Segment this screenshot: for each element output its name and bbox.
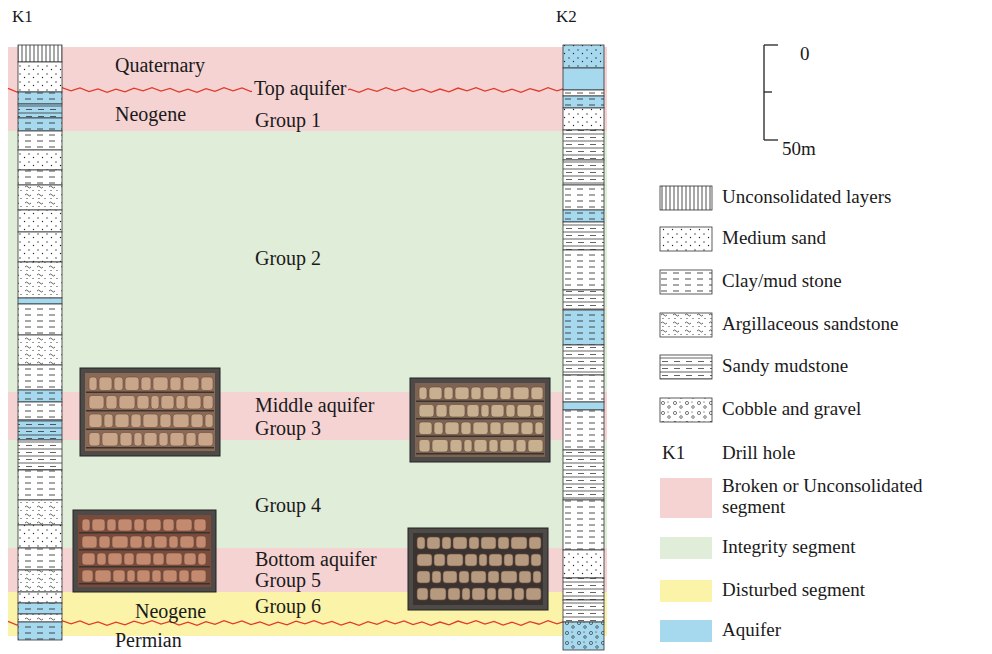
segment-label: Top aquifer (252, 78, 348, 99)
segment-label: Neogene (135, 601, 206, 622)
band-fill (8, 47, 607, 131)
scale-value: 50m (782, 139, 816, 160)
band-fill (8, 131, 607, 392)
band-segment: Group 2 (8, 131, 607, 392)
band-segment: Group 4 (8, 440, 607, 548)
pattern-swatch (660, 227, 712, 251)
legend-text: Cobble and gravel (722, 399, 861, 420)
segment-label: Group 1 (255, 110, 321, 131)
drill-column (18, 45, 62, 640)
segment-label: Group 5 (255, 570, 321, 591)
legend-text: Sandy mudstone (722, 356, 848, 377)
segment-label: Group 4 (255, 495, 321, 516)
segment-label: Middle aquifer (255, 395, 374, 416)
color-swatch (660, 620, 712, 642)
color-swatch (660, 537, 712, 559)
legend-text: Unconsolidated layers (722, 187, 891, 208)
core-photo (410, 378, 550, 462)
band-segment: Bottom aquiferGroup 5 (8, 548, 607, 592)
pattern-fill (660, 186, 712, 210)
unconformity-line (8, 621, 602, 626)
drill-hole-name: K1 (12, 8, 33, 26)
core-photo (80, 368, 220, 456)
segment-label: Bottom aquifer (255, 549, 377, 570)
legend-text: Medium sand (722, 228, 826, 249)
segment-label: Group 2 (255, 248, 321, 269)
legend-text: Argillaceous sandstone (722, 314, 898, 335)
legend-text: Integrity segment (722, 537, 856, 558)
stratum-label: Permian (115, 630, 182, 651)
band-segment: Neogene Group 6 (8, 592, 607, 636)
color-swatch (660, 478, 712, 518)
legend-text: Clay/mud stone (722, 271, 842, 292)
pattern-fill (660, 227, 712, 251)
band-segment: QuaternaryTop aquiferNeogene Group 1 (8, 47, 607, 131)
pattern-fill (660, 270, 712, 294)
pattern-swatch (660, 186, 712, 210)
core-photo (73, 510, 216, 592)
segment-label: Neogene (115, 104, 186, 125)
segment-label: Group 6 (255, 596, 321, 617)
pattern-fill (660, 355, 712, 379)
color-swatch (660, 580, 712, 602)
pattern-swatch (660, 270, 712, 294)
legend-text: Disturbed segment (722, 580, 865, 601)
band-segment: Middle aquiferGroup 3 (8, 392, 607, 440)
legend-text: Broken or Unconsolidated segment (722, 476, 957, 518)
drill-column (563, 45, 604, 650)
segment-label: Quaternary (115, 55, 205, 76)
pattern-swatch (660, 355, 712, 379)
scale-bar (764, 45, 778, 140)
pattern-swatch (660, 313, 712, 337)
pattern-fill (660, 313, 712, 337)
legend-sample-text: K1 (662, 443, 685, 464)
pattern-swatch (660, 398, 712, 422)
pattern-fill (660, 398, 712, 422)
legend-text: Aquifer (722, 620, 781, 641)
drill-hole-name: K2 (556, 8, 577, 26)
segment-label: Group 3 (255, 418, 321, 439)
scale-value: 0 (800, 44, 810, 65)
legend-text: Drill hole (722, 443, 795, 464)
core-photo (408, 528, 548, 610)
